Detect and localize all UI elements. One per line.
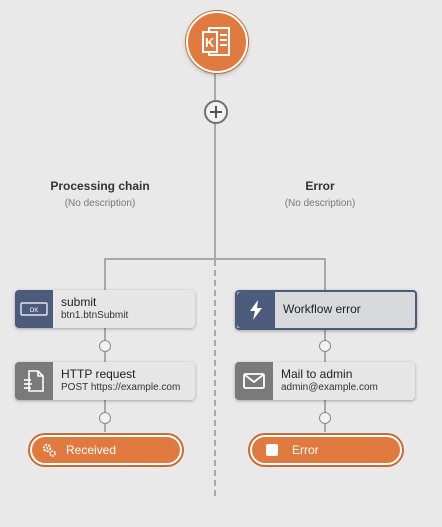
add-branch-button[interactable]: [204, 100, 228, 124]
node-title: submit: [61, 295, 97, 310]
node-title: HTTP request: [61, 367, 136, 382]
end-node-error[interactable]: Error: [250, 435, 402, 465]
add-step-connector[interactable]: [319, 412, 331, 424]
end-node-label: Error: [292, 443, 319, 457]
svg-text:K: K: [205, 35, 215, 50]
stop-square-icon: [252, 443, 292, 457]
http-request-node[interactable]: HTTP request POST https://example.com: [15, 362, 195, 400]
add-step-connector[interactable]: [99, 340, 111, 352]
gears-icon: [32, 442, 66, 458]
svg-text:OK: OK: [30, 308, 39, 314]
workflow-error-node[interactable]: Workflow error: [235, 290, 417, 330]
plus-icon: [210, 106, 222, 118]
ok-button-icon: OK: [15, 290, 53, 328]
end-node-label: Received: [66, 443, 117, 457]
column-title-error: Error: [305, 179, 335, 193]
node-title: Mail to admin: [281, 367, 353, 382]
mail-to-admin-node[interactable]: Mail to admin admin@example.com: [235, 362, 415, 400]
node-subtitle: admin@example.com: [281, 382, 378, 394]
end-node-received[interactable]: Received: [30, 435, 182, 465]
http-request-icon: [15, 362, 53, 400]
column-description: (No description): [64, 198, 136, 209]
add-step-connector[interactable]: [99, 412, 111, 424]
column-title-processing-chain: Processing chain: [50, 179, 150, 193]
mail-icon: [235, 362, 273, 400]
node-subtitle: btn1.btnSubmit: [61, 310, 129, 322]
add-step-connector[interactable]: [319, 340, 331, 352]
column-description: (No description): [284, 198, 356, 209]
lightning-icon: [237, 292, 275, 328]
node-title: Workflow error: [283, 302, 361, 317]
submit-trigger-node[interactable]: OK submit btn1.btnSubmit: [15, 290, 195, 328]
node-subtitle: POST https://example.com: [61, 382, 181, 394]
workflow-form-icon: K: [202, 27, 230, 56]
workflow-start-node[interactable]: K: [186, 11, 248, 73]
